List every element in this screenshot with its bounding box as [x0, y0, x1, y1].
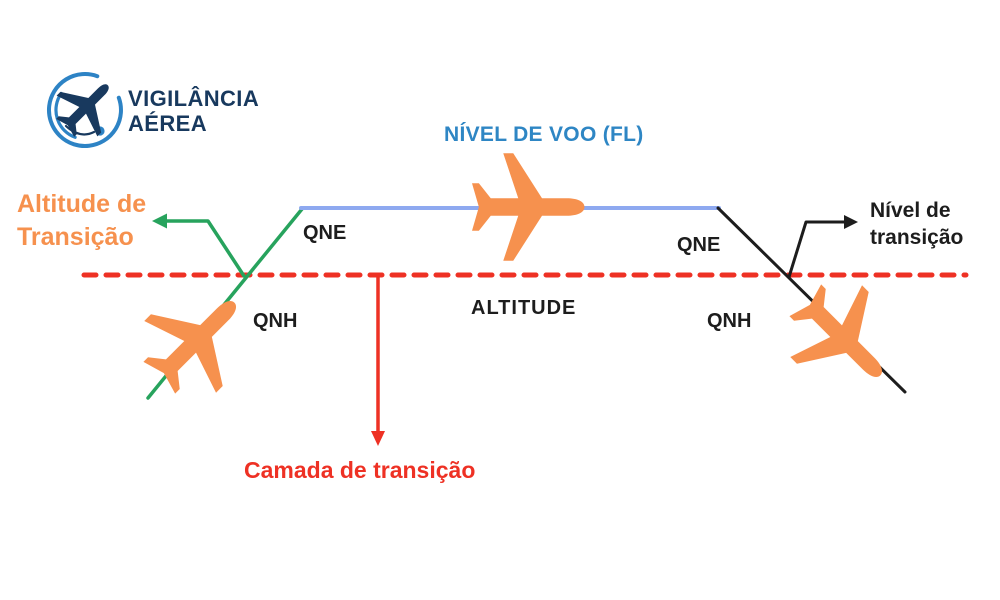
vigilancia-aerea-logo-icon [46, 72, 123, 149]
transition-altitude-arrow [162, 219, 246, 278]
climbing-airplane-icon [143, 301, 236, 394]
transition-layer-label: Camada de transição [244, 457, 476, 483]
altitude-label: ALTITUDE [471, 297, 577, 319]
logo-airplane-icon [56, 84, 109, 137]
qnh-right-label: QNH [707, 310, 752, 332]
qne-left-label: QNE [303, 222, 347, 244]
flight-level-label: NÍVEL DE VOO (FL) [444, 123, 644, 146]
logo-ring-outer-arc [46, 72, 123, 149]
qnh-left-label: QNH [253, 310, 298, 332]
logo-line2: AÉREA [128, 111, 208, 136]
descending-airplane-icon [789, 284, 882, 377]
logo-trail-line [64, 124, 96, 136]
transition-level-arrowhead-icon [844, 215, 858, 229]
transition-layer-arrowhead-icon [371, 431, 385, 446]
logo-line1: VIGILÂNCIA [128, 86, 260, 111]
cruising-airplane-icon [472, 153, 585, 261]
transition-altitude-arrowhead-icon [152, 213, 167, 229]
qne-right-label: QNE [677, 234, 721, 256]
transition-level-arrow [787, 220, 848, 279]
